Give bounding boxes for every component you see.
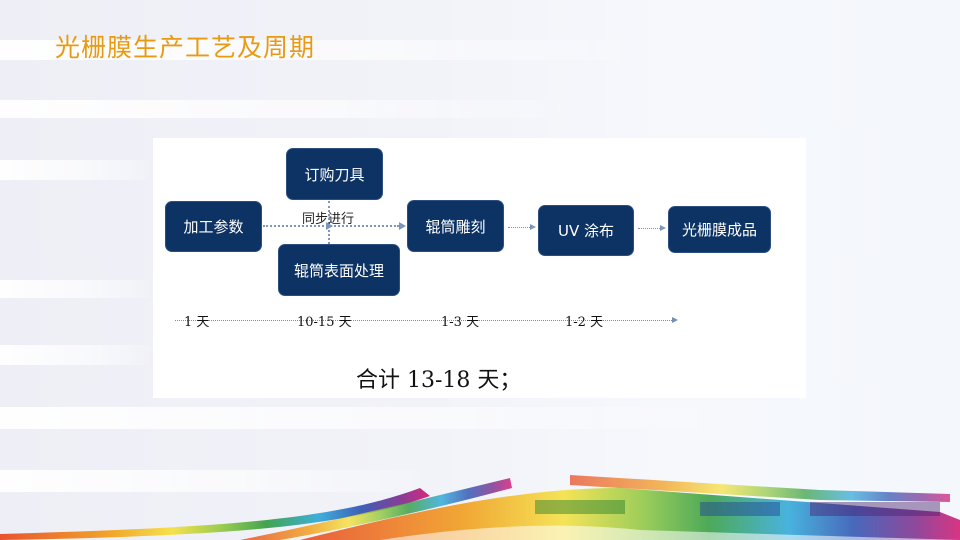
background-stripe: [0, 160, 150, 180]
total-duration: 合计 13-18 天；: [356, 368, 522, 393]
background-stripe: [0, 470, 420, 492]
background-stripe: [0, 345, 150, 365]
process-diagram-panel: [153, 138, 806, 398]
connector-uv-to-product: [638, 228, 660, 229]
connector-engraving-to-uv: [508, 227, 530, 228]
timeline-arrowhead-icon: [672, 317, 678, 323]
step-order-tools[interactable]: 订购刀具: [286, 148, 383, 200]
step-process-params[interactable]: 加工参数: [165, 201, 262, 252]
timeline-label: 1-2 天: [565, 315, 604, 330]
background-stripe: [0, 407, 700, 429]
step-finished-product[interactable]: 光栅膜成品: [668, 206, 771, 253]
timeline-label: 1 天: [184, 315, 210, 330]
rainbow-wave-decoration: [0, 475, 960, 540]
step-uv-coating[interactable]: UV 涂布: [538, 205, 634, 256]
arrowhead-icon: [530, 224, 536, 230]
arrowhead-icon: [660, 225, 666, 231]
slide-title: 光栅膜生产工艺及周期: [55, 33, 316, 62]
timeline-line: [175, 320, 672, 321]
step-label: 加工参数: [183, 218, 244, 236]
timeline-label: 1-3 天: [441, 315, 480, 330]
step-roller-surface-treatment[interactable]: 辊筒表面处理: [278, 244, 400, 296]
step-label: 订购刀具: [304, 165, 365, 184]
background-stripe: [0, 100, 560, 118]
step-label: 辊筒表面处理: [293, 261, 384, 280]
step-label: 光栅膜成品: [681, 221, 757, 239]
step-label: UV 涂布: [557, 222, 614, 240]
background-stripe: [0, 40, 620, 60]
step-label: 辊筒雕刻: [425, 217, 486, 236]
step-roller-engraving[interactable]: 辊筒雕刻: [407, 200, 504, 252]
parallel-note: 同步进行: [302, 212, 355, 227]
arrowhead-icon: [399, 222, 406, 230]
timeline-label: 10-15 天: [297, 315, 352, 330]
connector-parallel-vertical: [328, 201, 330, 244]
background-stripe: [0, 280, 150, 298]
